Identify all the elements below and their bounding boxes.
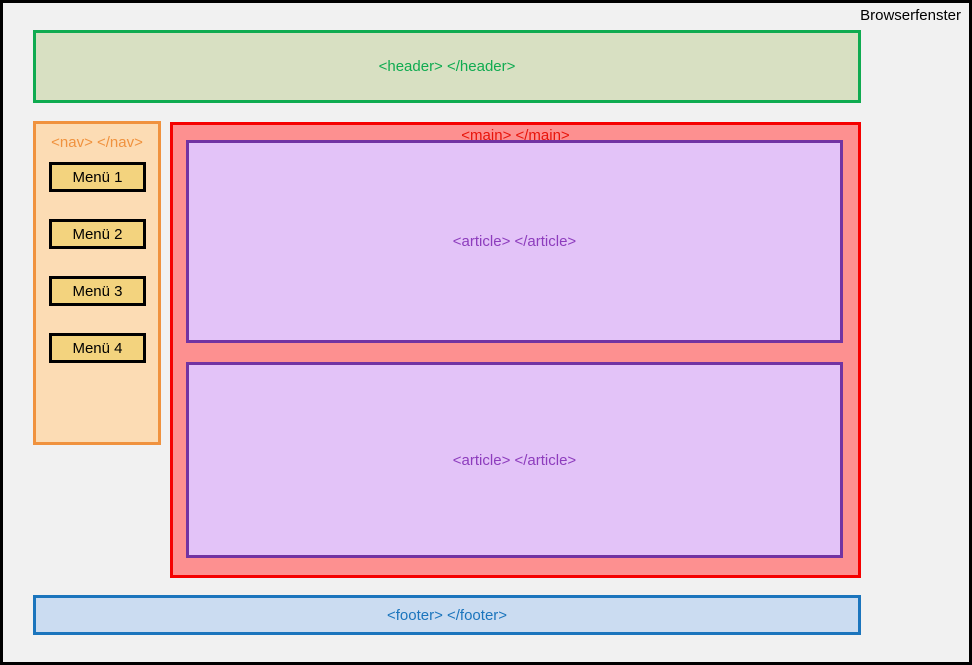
article-label-2: <article> </article> xyxy=(452,451,577,469)
main-box: <main> </main> <article> </article> <art… xyxy=(170,122,861,578)
nav-label: <nav> </nav> xyxy=(51,134,143,151)
main-label: <main> </main> xyxy=(461,127,570,144)
window-title: Browserfenster xyxy=(860,7,961,24)
header-box: <header> </header> xyxy=(33,30,861,103)
article-box-2: <article> </article> xyxy=(186,362,843,558)
menu-button-2[interactable]: Menü 2 xyxy=(49,219,146,249)
menu-button-3[interactable]: Menü 3 xyxy=(49,276,146,306)
menu-button-1[interactable]: Menü 1 xyxy=(49,162,146,192)
article-box-1: <article> </article> xyxy=(186,140,843,343)
article-label-1: <article> </article> xyxy=(452,233,577,250)
menu-button-4[interactable]: Menü 4 xyxy=(49,333,146,363)
nav-box: <nav> </nav> Menü 1 Menü 2 Menü 3 Menü 4 xyxy=(33,121,161,445)
footer-box: <footer> </footer> xyxy=(33,595,861,635)
footer-label: <footer> </footer> xyxy=(386,606,508,624)
header-label: <header> </header> xyxy=(378,58,516,75)
